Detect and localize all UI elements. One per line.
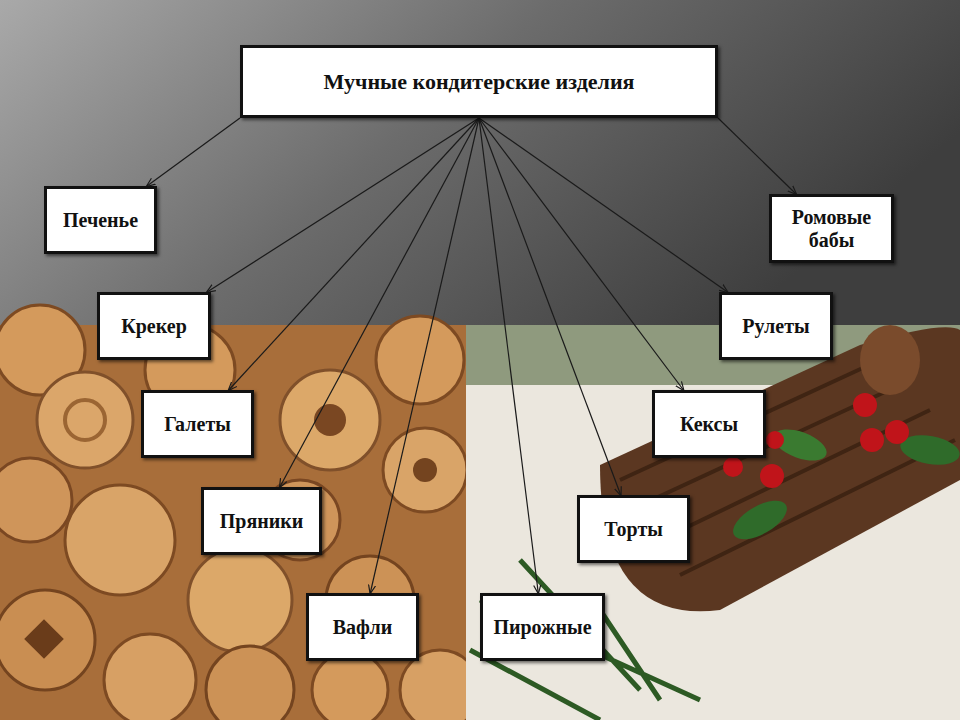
category-label: Торты	[604, 518, 663, 541]
category-label: Пирожные	[493, 616, 591, 639]
category-box: Ромовые бабы	[769, 194, 894, 263]
category-box: Крекер	[97, 292, 211, 360]
connector-arrow	[280, 118, 479, 487]
category-box: Кексы	[652, 390, 766, 458]
gray-ground	[0, 0, 960, 330]
cookie	[188, 548, 292, 652]
cookie-pattern	[65, 400, 105, 440]
category-box: Рулеты	[719, 292, 833, 360]
berry	[860, 428, 884, 452]
connector-arrow	[479, 118, 621, 495]
root-label: Мучные кондитерские изделия	[324, 69, 635, 94]
category-box: Печенье	[44, 186, 157, 254]
cookie	[65, 485, 175, 595]
berry	[885, 420, 909, 444]
connector-arrow	[479, 118, 683, 390]
cookie	[312, 652, 388, 720]
berry	[853, 393, 877, 417]
connector-arrow	[718, 118, 796, 194]
category-label: Рулеты	[742, 315, 809, 338]
category-label: Галеты	[164, 413, 231, 436]
connector-arrow	[147, 118, 240, 186]
log-knot	[860, 325, 920, 395]
holly-leaf	[727, 493, 793, 547]
cookie-hole	[24, 619, 64, 659]
root-box: Мучные кондитерские изделия	[240, 45, 718, 118]
fir-branch	[470, 560, 700, 720]
category-label: Крекер	[121, 315, 187, 338]
cookie	[37, 372, 133, 468]
category-box: Вафли	[306, 593, 419, 661]
category-label: Ромовые бабы	[780, 206, 883, 252]
cake-photo	[466, 325, 960, 720]
category-box: Пряники	[201, 487, 322, 555]
berry	[723, 457, 743, 477]
category-box: Торты	[577, 495, 690, 563]
cookie	[383, 428, 467, 512]
berry	[760, 464, 784, 488]
berry	[766, 431, 784, 449]
connector-arrow	[479, 118, 538, 593]
cookie	[280, 370, 380, 470]
cookie	[376, 316, 464, 404]
cookie-hole	[413, 458, 437, 482]
cookie	[104, 634, 196, 720]
cookie-hole	[314, 404, 346, 436]
category-label: Пряники	[220, 510, 304, 533]
cookie	[206, 646, 294, 720]
category-label: Печенье	[63, 209, 138, 232]
cookie	[0, 458, 72, 542]
category-label: Вафли	[333, 616, 392, 639]
category-label: Кексы	[680, 413, 738, 436]
cookie	[0, 590, 95, 690]
connector-arrow	[479, 118, 727, 292]
category-box: Пирожные	[480, 593, 605, 661]
category-box: Галеты	[141, 390, 254, 458]
connector-arrow	[370, 118, 479, 593]
